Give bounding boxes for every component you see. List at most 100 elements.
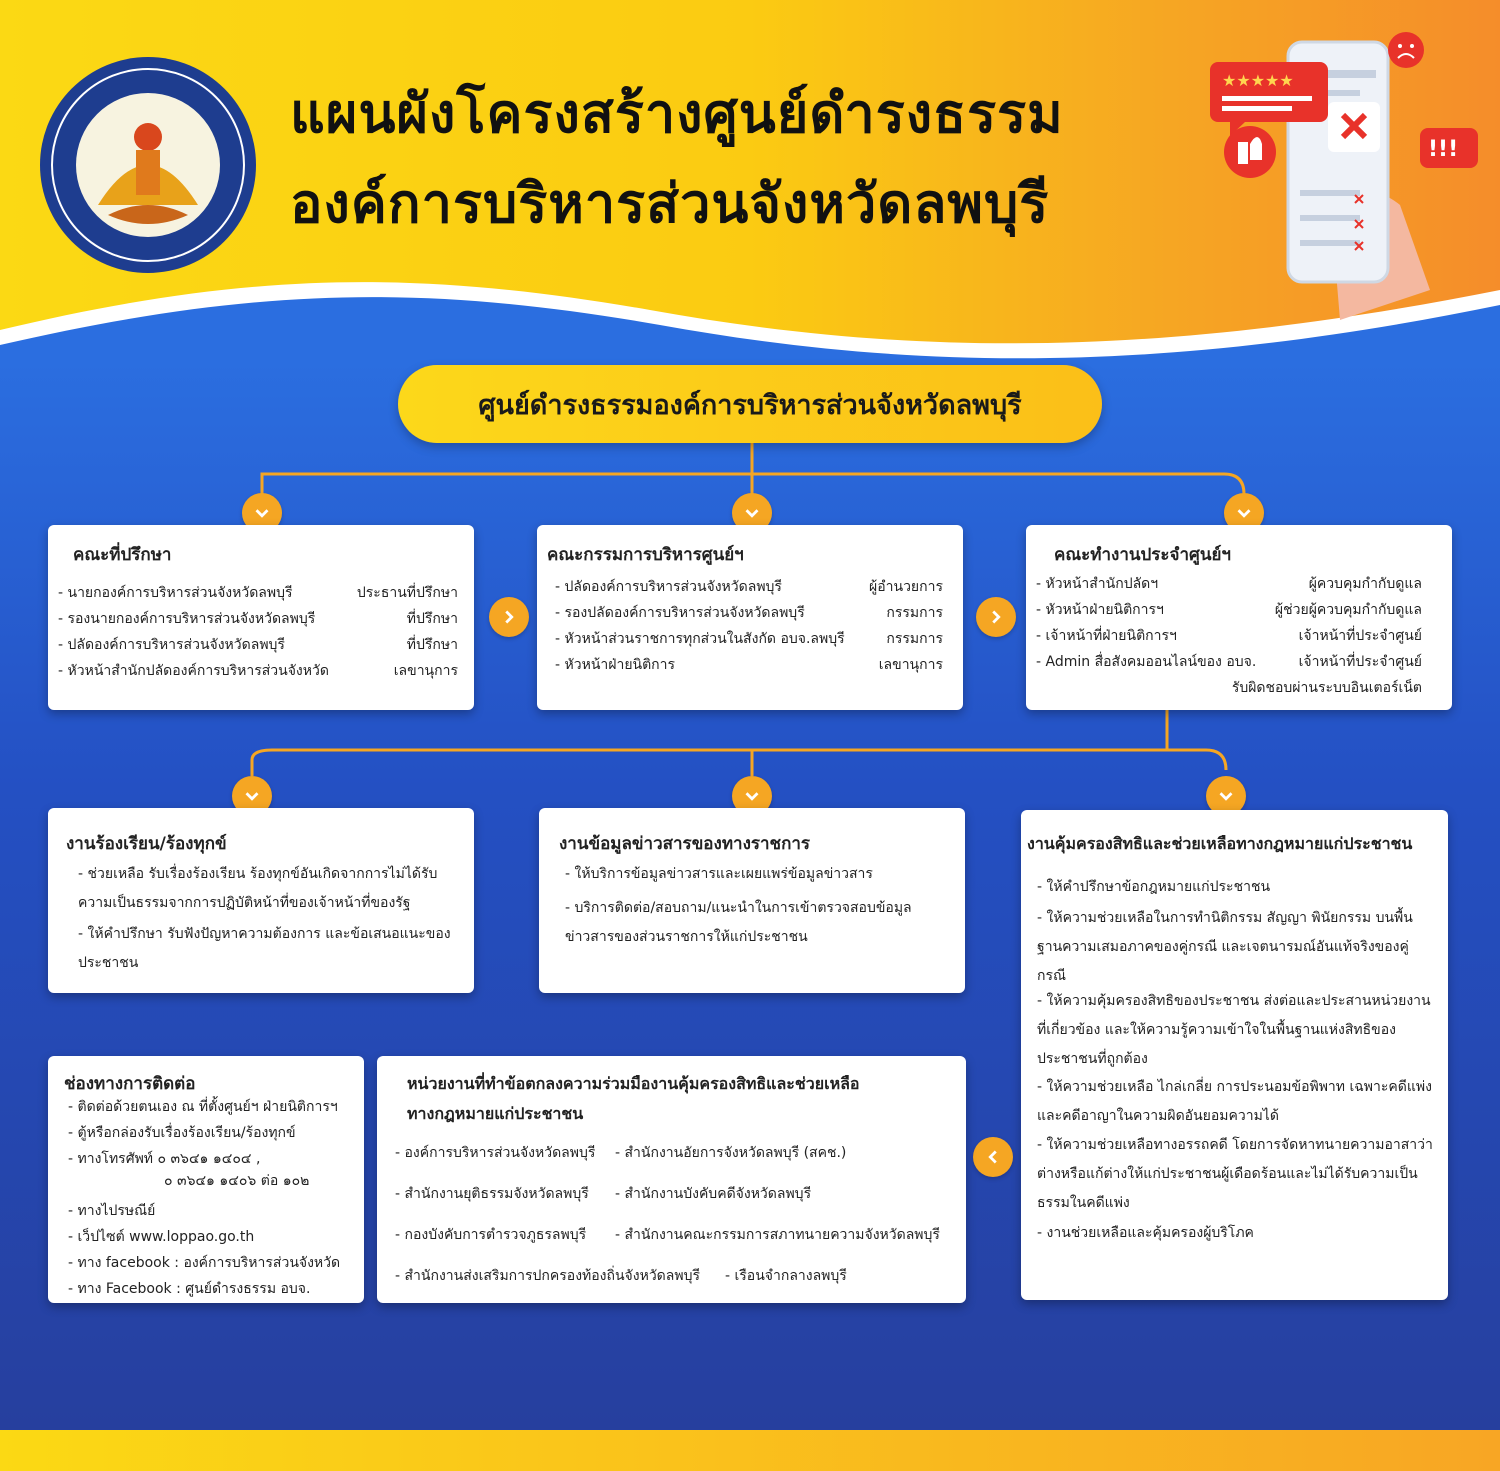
legal-item-text: ให้ความช่วยเหลือในการทำนิติกรรม สัญญา พิ…	[1037, 910, 1413, 984]
advisory-member: - ปลัดองค์การบริหารส่วนจังหวัดลพบุรี	[58, 637, 285, 653]
info-item: - บริการติดต่อ/สอบถาม/แนะนำในการเข้าตรวจ…	[565, 900, 912, 945]
committee-row: - รองปลัดองค์การบริหารส่วนจังหวัดลพบุรี …	[555, 602, 943, 624]
working-role: เจ้าหน้าที่ประจำศูนย์	[1298, 654, 1422, 670]
legal-item: - ให้ความคุ้มครองสิทธิของประชาชน ส่งต่อแ…	[1037, 993, 1431, 1067]
contact-line: - ติดต่อด้วยตนเอง ณ ที่ตั้งศูนย์ฯ ฝ่ายนิ…	[68, 1099, 338, 1115]
committee-row: - หัวหน้าส่วนราชการทุกส่วนในสังกัด อบจ.ล…	[555, 628, 943, 650]
complaints-card: งานร้องเรียน/ร้องทุกข์ - ช่วยเหลือ รับเร…	[48, 808, 474, 993]
working-role: เจ้าหน้าที่ประจำศูนย์	[1298, 628, 1422, 644]
advisory-role: ที่ปรึกษา	[406, 637, 458, 653]
advisory-card: คณะที่ปรึกษา - นายกองค์การบริหารส่วนจังห…	[48, 525, 474, 710]
advisory-row: - ปลัดองค์การบริหารส่วนจังหวัดลพบุรี ที่…	[58, 634, 458, 656]
partners-title-line1: หน่วยงานที่ทำข้อตกลงความร่วมมืองานคุ้มคร…	[407, 1074, 860, 1093]
complaints-item: - ให้คำปรึกษา รับฟังปัญหาความต้องการ และ…	[78, 926, 451, 971]
committee-row: - ปลัดองค์การบริหารส่วนจังหวัดลพบุรี ผู้…	[555, 576, 943, 598]
partner-item: - สำนักงานส่งเสริมการปกครองท้องถิ่นจังหว…	[395, 1268, 700, 1284]
advisory-row: - หัวหน้าสำนักปลัดองค์การบริหารส่วนจังหว…	[58, 660, 458, 682]
committee-role: ผู้อำนวยการ	[869, 579, 943, 595]
advisory-role: เลขานุการ	[393, 663, 458, 679]
committee-role: เลขานุการ	[878, 657, 943, 673]
working-title: คณะทำงานประจำศูนย์ฯ	[1054, 545, 1231, 565]
working-role: ผู้ควบคุมกำกับดูแล	[1308, 576, 1422, 592]
advisory-row: - นายกองค์การบริหารส่วนจังหวัดลพบุรี ประ…	[58, 582, 458, 604]
advisory-role: ที่ปรึกษา	[406, 611, 458, 627]
center-title-pill: ศูนย์ดำรงธรรมองค์การบริหารส่วนจังหวัดลพบ…	[398, 365, 1102, 443]
contact-line: - ทางโทรศัพท์ ๐ ๓๖๔๑ ๑๔๐๔ ,	[68, 1151, 261, 1167]
partners-title-line2: ทางกฎหมายแก่ประชาชน	[407, 1104, 584, 1123]
legal-title: งานคุ้มครองสิทธิและช่วยเหลือทางกฎหมายแก่…	[1027, 834, 1413, 853]
partners-card: หน่วยงานที่ทำข้อตกลงความร่วมมืองานคุ้มคร…	[377, 1056, 966, 1303]
committee-row: - หัวหน้าฝ่ายนิติการ เลขานุการ	[555, 654, 943, 676]
advisory-row: - รองนายกองค์การบริหารส่วนจังหวัดลพบุรี …	[58, 608, 458, 630]
working-group-card: คณะทำงานประจำศูนย์ฯ - หัวหน้าสำนักปลัดฯ …	[1026, 525, 1452, 710]
info-title: งานข้อมูลข่าวสารของทางราชการ	[559, 834, 811, 854]
working-member: - หัวหน้าสำนักปลัดฯ	[1036, 576, 1159, 592]
committee-title: คณะกรรมการบริหารศูนย์ฯ	[547, 545, 744, 565]
committee-member: - หัวหน้าส่วนราชการทุกส่วนในสังกัด อบจ.ล…	[555, 631, 845, 647]
working-member: - เจ้าหน้าที่ฝ่ายนิติการฯ	[1036, 628, 1177, 644]
working-member: - หัวหน้าฝ่ายนิติการฯ	[1036, 602, 1164, 618]
working-row: - หัวหน้าสำนักปลัดฯ ผู้ควบคุมกำกับดูแล	[1036, 573, 1422, 595]
advisory-member: - รองนายกองค์การบริหารส่วนจังหวัดลพบุรี	[58, 611, 316, 627]
legal-item-text: งานช่วยเหลือและคุ้มครองผู้บริโภค	[1046, 1225, 1254, 1241]
legal-item: - ให้ความช่วยเหลือทางอรรถคดี โดยการจัดหา…	[1037, 1137, 1433, 1211]
contact-line: ๐ ๓๖๔๑ ๑๔๐๖ ต่อ ๑๐๒	[164, 1173, 310, 1189]
committee-member: - ปลัดองค์การบริหารส่วนจังหวัดลพบุรี	[555, 579, 782, 595]
advisory-role: ประธานที่ปรึกษา	[356, 585, 458, 601]
complaints-item-text: ช่วยเหลือ รับเรื่องร้องเรียน ร้องทุกข์อั…	[78, 866, 438, 911]
partner-item: - กองบังคับการตำรวจภูธรลพบุรี	[395, 1227, 587, 1243]
svg-text:!!!: !!!	[1428, 137, 1458, 162]
contact-line: - ทางไปรษณีย์	[68, 1203, 156, 1219]
partner-item: - เรือนจำกลางลพบุรี	[725, 1268, 847, 1284]
info-item-text: บริการติดต่อ/สอบถาม/แนะนำในการเข้าตรวจสอ…	[565, 900, 912, 945]
working-member: - Admin สื่อสังคมออนไลน์ของ อบจ.	[1036, 654, 1257, 670]
committee-member: - รองปลัดองค์การบริหารส่วนจังหวัดลพบุรี	[555, 605, 805, 621]
committee-member: - หัวหน้าฝ่ายนิติการ	[555, 657, 676, 673]
chevron-right-icon	[976, 597, 1016, 637]
working-row: - เจ้าหน้าที่ฝ่ายนิติการฯ เจ้าหน้าที่ประ…	[1036, 625, 1422, 647]
partner-item: - สำนักงานคณะกรรมการสภาทนายความจังหวัดลพ…	[615, 1227, 940, 1243]
page-title-line2: องค์การบริหารส่วนจังหวัดลพบุรี	[290, 172, 1050, 235]
chevron-down-icon	[1206, 776, 1246, 816]
legal-item-text: ให้คำปรึกษาข้อกฎหมายแก่ประชาชน	[1046, 879, 1271, 895]
legal-aid-card: งานคุ้มครองสิทธิและช่วยเหลือทางกฎหมายแก่…	[1021, 810, 1448, 1300]
legal-item-text: ให้ความคุ้มครองสิทธิของประชาชน ส่งต่อและ…	[1037, 993, 1431, 1067]
contact-line: - ทาง Facebook : ศูนย์ดำรงธรรม อบจ.	[68, 1281, 311, 1297]
chevron-left-icon	[973, 1137, 1013, 1177]
provincial-seal-icon	[40, 57, 256, 273]
info-item-text: ให้บริการข้อมูลข่าวสารและเผยแพร่ข้อมูลข่…	[574, 866, 873, 882]
info-card: งานข้อมูลข่าวสารของทางราชการ - ให้บริการ…	[539, 808, 965, 993]
partner-item: - องค์การบริหารส่วนจังหวัดลพบุรี	[395, 1145, 596, 1161]
legal-item: - ให้ความช่วยเหลือ ไกล่เกลี่ย การประนอมข…	[1037, 1079, 1432, 1124]
legal-item: - ให้คำปรึกษาข้อกฎหมายแก่ประชาชน	[1037, 879, 1271, 895]
advisory-member: - นายกองค์การบริหารส่วนจังหวัดลพบุรี	[58, 585, 293, 601]
legal-item-text: ให้ความช่วยเหลือ ไกล่เกลี่ย การประนอมข้อ…	[1037, 1079, 1432, 1124]
working-role: รับผิดชอบผ่านระบบอินเตอร์เน็ต	[1231, 680, 1422, 696]
contact-line: - ตู้หรือกล่องรับเรื่องร้องเรียน/ร้องทุก…	[68, 1125, 296, 1141]
working-row: - หัวหน้าฝ่ายนิติการฯ ผู้ช่วยผู้ควบคุมกำ…	[1036, 599, 1422, 621]
page-title-line1: แผนผังโครงสร้างศูนย์ดำรงธรรม	[290, 82, 1064, 145]
committee-role: กรรมการ	[886, 631, 943, 647]
svg-text:★★★★★: ★★★★★	[1222, 71, 1294, 90]
complaints-title: งานร้องเรียน/ร้องทุกข์	[66, 834, 227, 854]
legal-item-text: ให้ความช่วยเหลือทางอรรถคดี โดยการจัดหาทน…	[1037, 1137, 1433, 1211]
bottom-bar	[0, 1430, 1500, 1471]
partner-item: - สำนักงานยุติธรรมจังหวัดลพบุรี	[395, 1186, 589, 1202]
center-title: ศูนย์ดำรงธรรมองค์การบริหารส่วนจังหวัดลพบ…	[478, 389, 1022, 421]
advisory-title: คณะที่ปรึกษา	[73, 545, 172, 565]
contact-line: - ทาง facebook : องค์การบริหารส่วนจังหวั…	[68, 1255, 341, 1271]
phone-feedback-icon: ★★★★★ !!!	[1210, 32, 1478, 320]
chevron-right-icon	[489, 597, 529, 637]
working-role: ผู้ช่วยผู้ควบคุมกำกับดูแล	[1274, 602, 1422, 618]
legal-item: - งานช่วยเหลือและคุ้มครองผู้บริโภค	[1037, 1225, 1254, 1241]
advisory-member: - หัวหน้าสำนักปลัดองค์การบริหารส่วนจังหว…	[58, 663, 329, 679]
info-item: - ให้บริการข้อมูลข่าวสารและเผยแพร่ข้อมูล…	[565, 866, 873, 882]
legal-item: - ให้ความช่วยเหลือในการทำนิติกรรม สัญญา …	[1037, 910, 1413, 984]
complaints-item: - ช่วยเหลือ รับเรื่องร้องเรียน ร้องทุกข์…	[78, 866, 438, 911]
contact-card: ช่องทางการติดต่อ - ติดต่อด้วยตนเอง ณ ที่…	[48, 1056, 364, 1303]
contact-line: - เว็ปไซต์ www.loppao.go.th	[68, 1229, 255, 1245]
complaints-item-text: ให้คำปรึกษา รับฟังปัญหาความต้องการ และข้…	[78, 926, 451, 971]
contact-title: ช่องทางการติดต่อ	[64, 1074, 196, 1094]
committee-role: กรรมการ	[886, 605, 943, 621]
partner-item: - สำนักงานบังคับคดีจังหวัดลพบุรี	[615, 1186, 812, 1202]
